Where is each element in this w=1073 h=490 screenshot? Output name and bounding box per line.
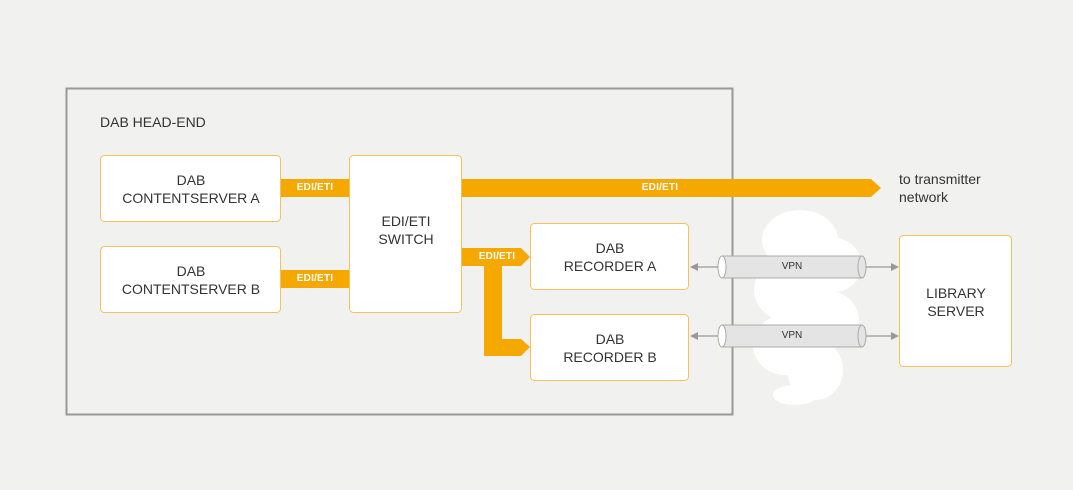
arrow-switch-to-recorder-a <box>462 248 530 266</box>
transmitter-line1: to transmitter <box>899 171 981 187</box>
arrow-switch-to-recorder-b <box>484 266 530 356</box>
switch-label: EDI/ETI SWITCH <box>350 212 462 248</box>
box-contentserver-a <box>100 155 281 222</box>
contentserver-a-label: DAB CONTENTSERVER A <box>101 156 281 222</box>
contentserver-b-label: DAB CONTENTSERVER B <box>101 247 281 313</box>
recorder-a-label: DAB RECORDER A <box>531 224 689 290</box>
contentserver-a-line1: DAB <box>176 172 206 188</box>
transmitter-line2: network <box>899 189 949 205</box>
transmitter-note: to transmitter network <box>899 170 981 206</box>
contentserver-b-line1: DAB <box>176 263 206 279</box>
vpn-a-label: VPN <box>781 261 803 272</box>
box-library-server <box>899 235 1012 367</box>
vpn-b-label: VPN <box>781 330 803 341</box>
switch-line2: SWITCH <box>378 231 434 247</box>
contentserver-a-line2: CONTENTSERVER A <box>122 190 260 206</box>
box-recorder-b <box>530 314 689 381</box>
box-recorder-a <box>530 223 689 290</box>
link-label-recorders: EDI/ETI <box>478 251 516 262</box>
recorder-b-line1: DAB <box>595 331 625 347</box>
box-switch <box>349 155 462 313</box>
arrow-switch-to-transmitter <box>462 179 881 197</box>
recorder-a-line1: DAB <box>595 240 625 256</box>
arrow-cs-a-to-switch <box>281 179 357 197</box>
library-line1: LIBRARY <box>926 284 986 301</box>
headend-title: DAB HEAD-END <box>100 114 206 130</box>
arrow-cs-b-to-switch <box>281 270 357 288</box>
link-label-cs-b: EDI/ETI <box>296 273 334 284</box>
vpn-link-a <box>690 255 899 279</box>
recorder-b-label: DAB RECORDER B <box>531 315 689 381</box>
contentserver-b-line2: CONTENTSERVER B <box>121 281 261 297</box>
link-label-transmitter: EDI/ETI <box>641 182 679 193</box>
library-line2: SERVER <box>927 302 985 319</box>
recorder-a-line2: RECORDER A <box>563 258 657 274</box>
box-contentserver-b <box>100 246 281 313</box>
recorder-b-line2: RECORDER B <box>563 349 657 365</box>
switch-line1: EDI/ETI <box>381 213 431 229</box>
vpn-link-b <box>690 324 899 348</box>
link-label-cs-a: EDI/ETI <box>296 182 334 193</box>
internet-cloud <box>753 210 862 405</box>
